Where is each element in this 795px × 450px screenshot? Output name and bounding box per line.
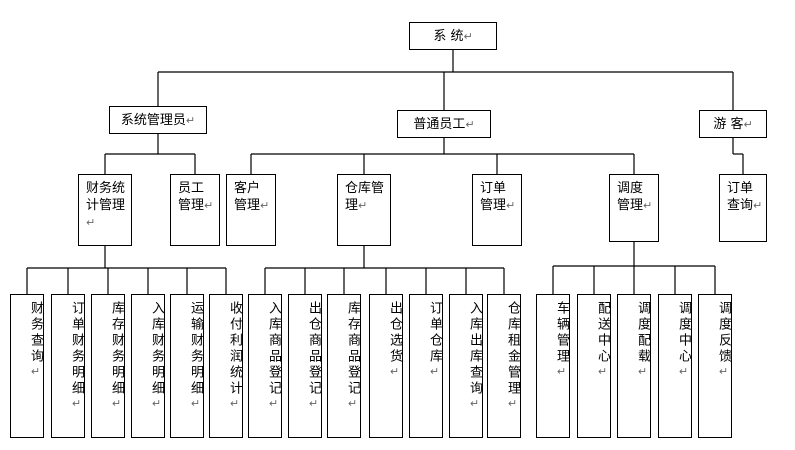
node-label: 普通员工	[413, 116, 466, 132]
paragraph-mark-icon: ↵	[346, 397, 359, 410]
node-label: 游 客	[713, 116, 744, 132]
node-order-query: 订单查询↵	[719, 174, 767, 242]
paragraph-mark-icon: ↵	[267, 397, 280, 410]
paragraph-mark-icon: ↵	[506, 199, 516, 212]
node-stock-finance: 库存财务明细↵	[91, 294, 125, 438]
node-label: 入库商品登记	[266, 301, 281, 397]
node-warehouse-mgmt: 仓库管理↵	[337, 174, 391, 246]
node-transport-finance: 运输财务明细↵	[170, 294, 204, 438]
paragraph-mark-icon: ↵	[428, 365, 441, 378]
node-guest: 游 客↵	[699, 110, 767, 138]
paragraph-mark-icon: ↵	[185, 113, 196, 127]
node-dispatch-loading: 调度配载↵	[617, 294, 651, 438]
paragraph-mark-icon: ↵	[636, 365, 649, 378]
node-dispatch-feedback: 调度反馈↵	[698, 294, 732, 438]
node-label: 出仓选货	[387, 301, 402, 365]
node-profit-stats: 收付利润统计↵	[209, 294, 243, 438]
paragraph-mark-icon: ↵	[260, 199, 270, 212]
paragraph-mark-icon: ↵	[204, 199, 214, 212]
node-label: 调度配载	[635, 301, 650, 365]
node-label: 调度管理	[617, 181, 644, 213]
node-vehicle-mgmt: 车辆管理↵	[536, 294, 570, 438]
node-label: 仓库租金管理	[505, 301, 520, 397]
node-order-finance: 订单财务明细↵	[51, 294, 85, 438]
paragraph-mark-icon: ↵	[70, 397, 83, 410]
node-inout-query: 入库出库查询↵	[449, 294, 483, 438]
node-label: 订单查询	[727, 181, 754, 213]
node-label: 收付利润统计	[227, 301, 242, 397]
node-outbound-reg: 出仓商品登记↵	[288, 294, 322, 438]
paragraph-mark-icon: ↵	[29, 365, 42, 378]
node-dispatch-center: 调度中心↵	[658, 294, 692, 438]
paragraph-mark-icon: ↵	[228, 397, 241, 410]
node-label: 入库出库查询	[467, 301, 482, 397]
node-label: 仓库管理	[345, 181, 385, 213]
paragraph-mark-icon: ↵	[189, 397, 202, 410]
paragraph-mark-icon: ↵	[555, 365, 568, 378]
paragraph-mark-icon: ↵	[463, 29, 473, 43]
node-staff: 普通员工↵	[397, 110, 491, 138]
paragraph-mark-icon: ↵	[468, 397, 481, 410]
node-rent-mgmt: 仓库租金管理↵	[487, 294, 521, 438]
node-label: 调度反馈	[716, 301, 731, 365]
node-order-mgmt: 订单管理↵	[472, 174, 522, 246]
node-label: 调度中心	[676, 301, 691, 365]
paragraph-mark-icon: ↵	[753, 199, 763, 212]
node-label: 财务统计管理	[86, 181, 126, 213]
node-label: 订单仓库	[427, 301, 442, 365]
paragraph-mark-icon: ↵	[677, 365, 690, 378]
paragraph-mark-icon: ↵	[465, 117, 475, 131]
paragraph-mark-icon: ↵	[86, 216, 96, 229]
node-label: 库存商品登记	[345, 301, 360, 397]
node-root: 系 统↵	[409, 22, 497, 50]
node-customer-mgmt: 客户管理↵	[226, 174, 276, 246]
node-order-warehouse: 订单仓库↵	[409, 294, 443, 438]
node-inbound-reg: 入库商品登记↵	[248, 294, 282, 438]
node-label: 出仓商品登记	[306, 301, 321, 397]
paragraph-mark-icon: ↵	[307, 397, 320, 410]
paragraph-mark-icon: ↵	[596, 365, 609, 378]
node-finance-stats: 财务统计管理 ↵	[78, 174, 132, 246]
node-label: 订单管理	[480, 181, 507, 213]
node-delivery-center: 配送中心↵	[577, 294, 611, 438]
node-label: 库存财务明细	[109, 301, 124, 397]
node-finance-query: 财务查询↵	[10, 294, 44, 438]
paragraph-mark-icon: ↵	[388, 365, 401, 378]
node-stock-reg: 库存商品登记↵	[327, 294, 361, 438]
paragraph-mark-icon: ↵	[110, 397, 123, 410]
paragraph-mark-icon: ↵	[643, 199, 653, 212]
node-label: 客户管理	[234, 181, 261, 213]
paragraph-mark-icon: ↵	[717, 365, 730, 378]
node-label: 运输财务明细	[188, 301, 203, 397]
node-label: 财务查询	[28, 301, 43, 365]
node-label: 员工管理	[178, 181, 205, 213]
node-label: 入库财务明细	[149, 301, 164, 397]
node-employee-mgmt: 员工管理↵	[170, 174, 220, 246]
node-label: 配送中心	[595, 301, 610, 365]
paragraph-mark-icon: ↵	[506, 397, 519, 410]
node-admin: 系统管理员↵	[109, 106, 207, 134]
node-label: 系 统	[433, 28, 464, 44]
node-label: 车辆管理	[554, 301, 569, 365]
node-label: 订单财务明细	[69, 301, 84, 397]
node-dispatch-mgmt: 调度管理↵	[609, 174, 659, 242]
paragraph-mark-icon: ↵	[150, 397, 163, 410]
node-inbound-finance: 入库财务明细↵	[131, 294, 165, 438]
paragraph-mark-icon: ↵	[358, 199, 368, 212]
node-label: 系统管理员	[120, 112, 186, 128]
node-outbound-pick: 出仓选货↵	[369, 294, 403, 438]
paragraph-mark-icon: ↵	[743, 117, 753, 131]
